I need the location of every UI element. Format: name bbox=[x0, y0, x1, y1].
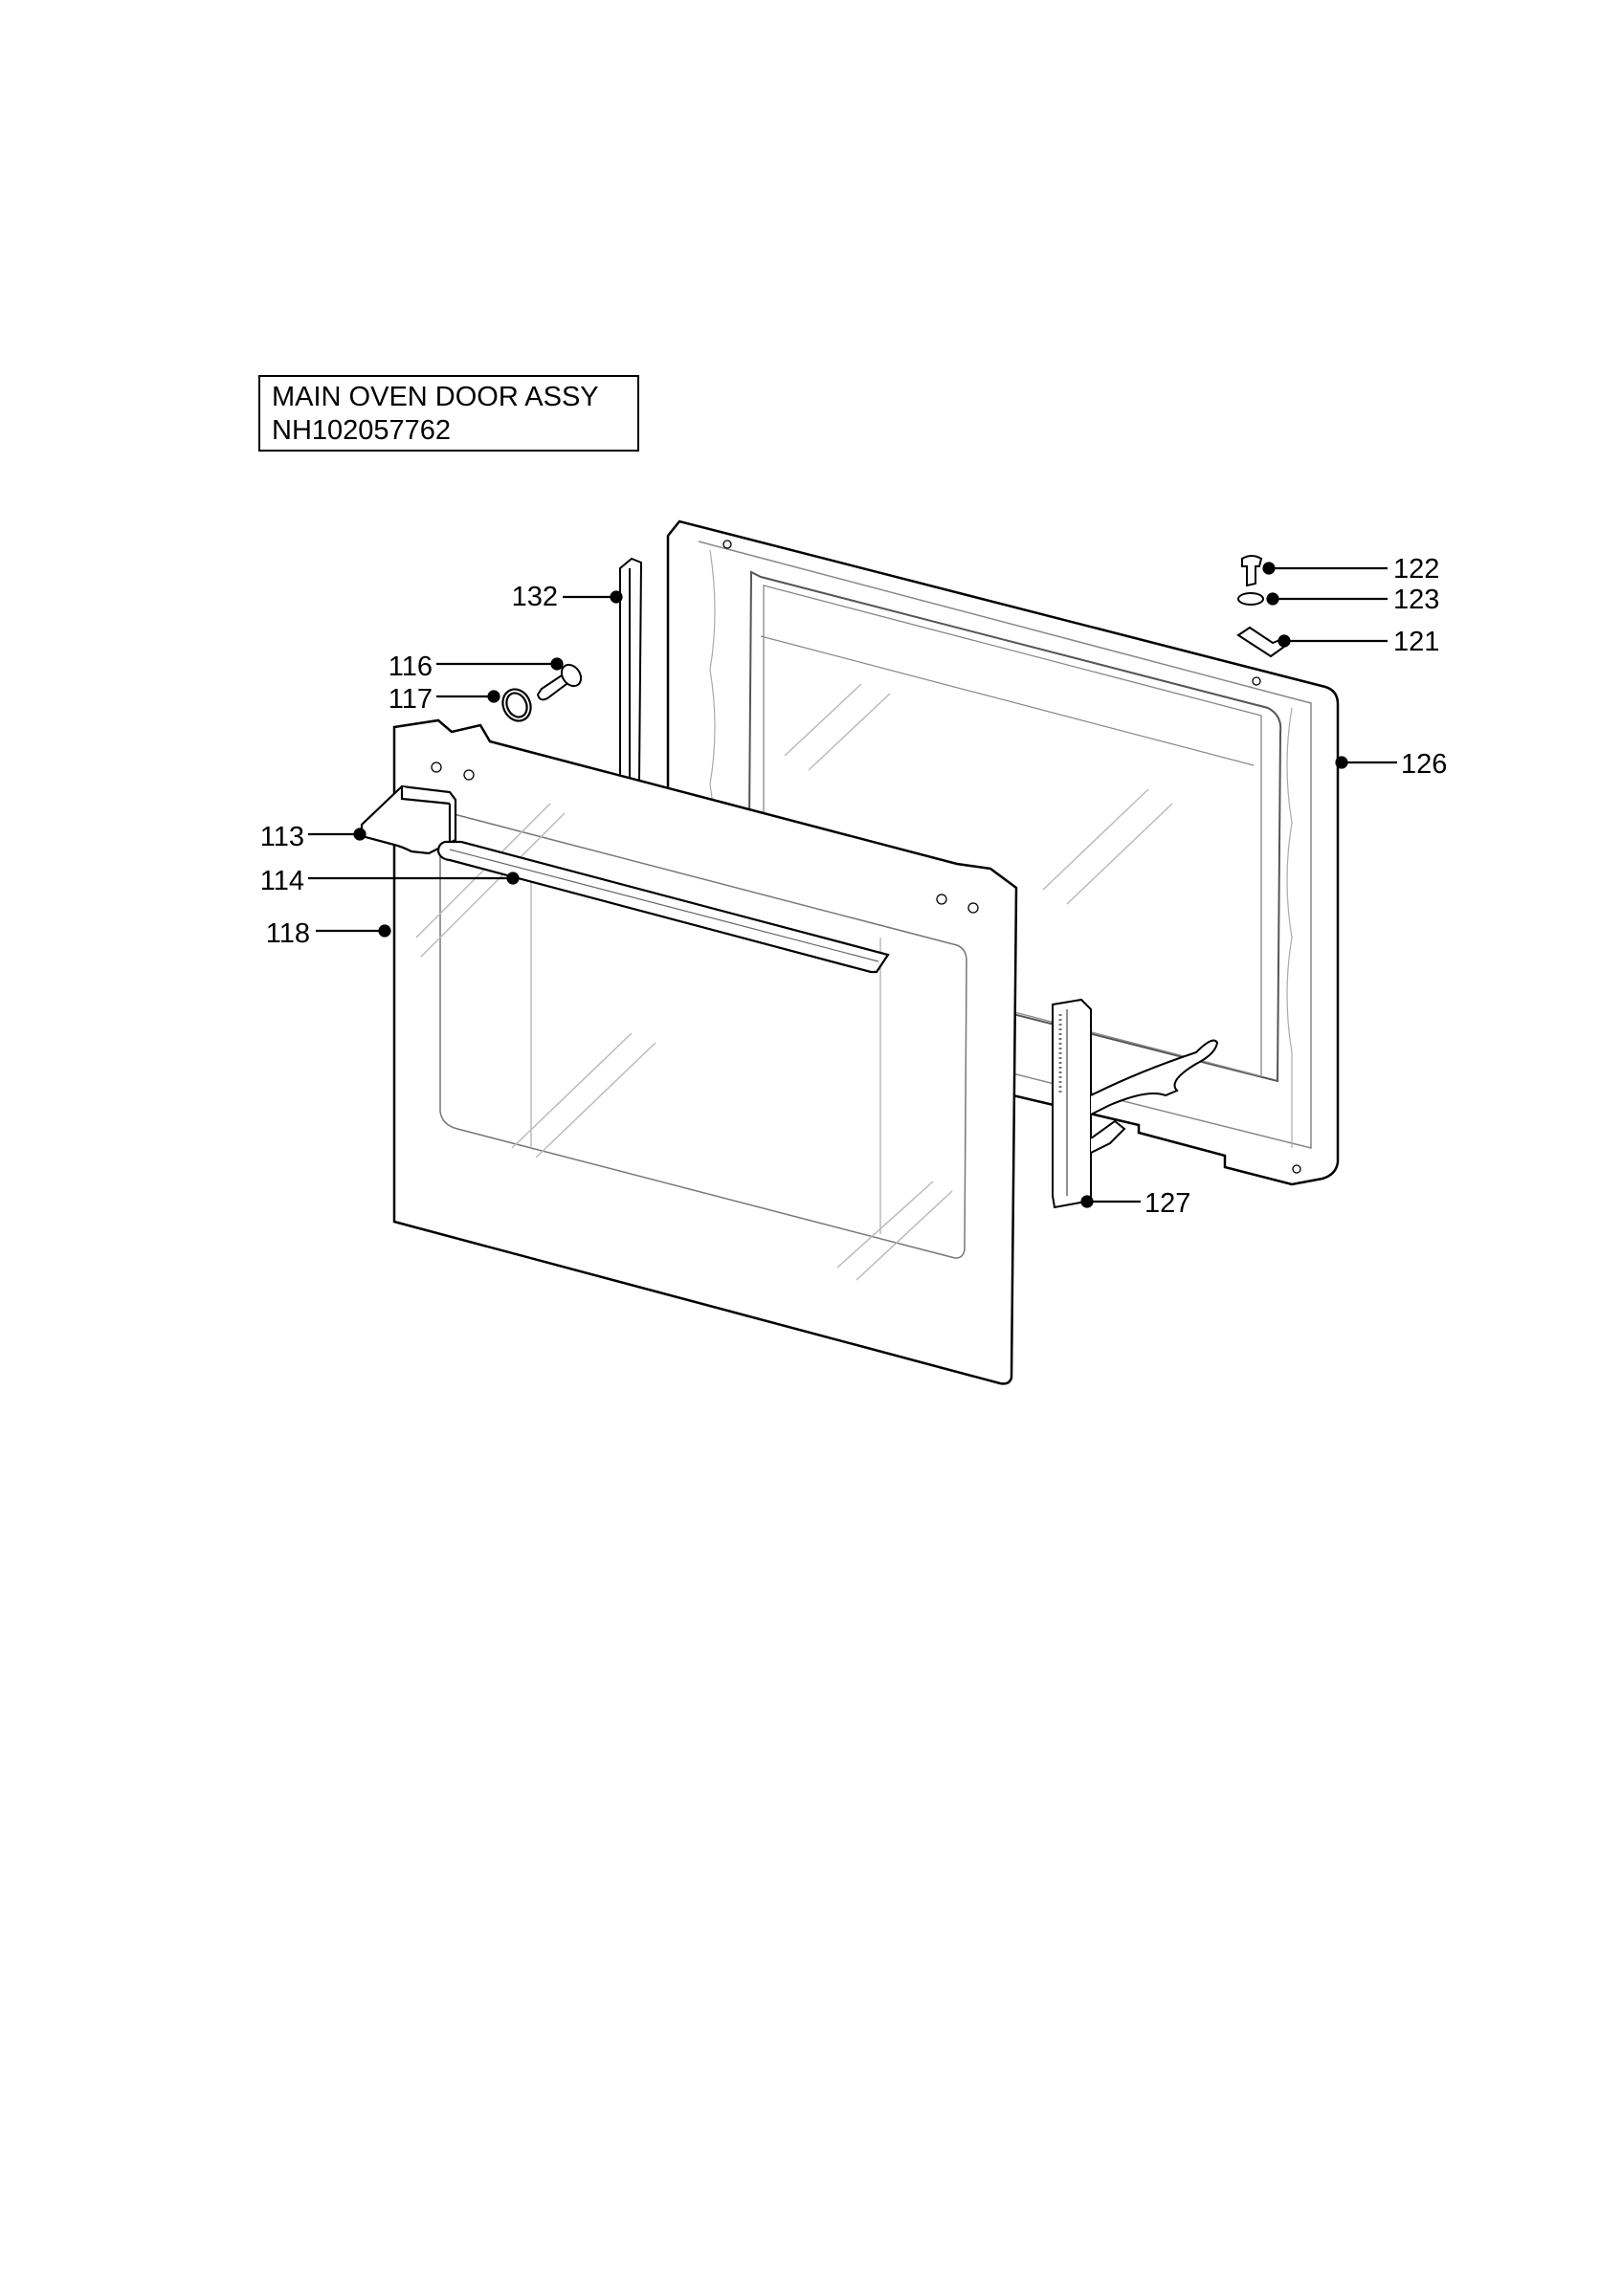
callout-117: 117 bbox=[389, 684, 433, 715]
callout-marker-118 bbox=[378, 924, 391, 938]
callout-marker-127 bbox=[1080, 1195, 1094, 1208]
leader-lines bbox=[308, 562, 1397, 1208]
door-handle bbox=[436, 840, 890, 974]
assembly-title: MAIN OVEN DOOR ASSY bbox=[272, 382, 599, 412]
callout-marker-116 bbox=[550, 657, 564, 671]
callout-121: 121 bbox=[1393, 627, 1439, 657]
callout-marker-117 bbox=[487, 690, 500, 703]
callout-126: 126 bbox=[1401, 749, 1447, 780]
callout-122: 122 bbox=[1393, 554, 1439, 585]
part-number: NH102057762 bbox=[272, 415, 452, 446]
clip bbox=[1236, 626, 1286, 658]
screw bbox=[536, 663, 583, 701]
callout-marker-114 bbox=[506, 872, 520, 885]
door-seal-strip bbox=[619, 557, 643, 786]
callout-marker-123 bbox=[1266, 592, 1279, 606]
callout-113: 113 bbox=[260, 822, 304, 852]
callout-114: 114 bbox=[260, 866, 304, 896]
callout-127: 127 bbox=[1144, 1188, 1190, 1219]
callout-marker-122 bbox=[1262, 562, 1276, 575]
title-box: MAIN OVEN DOOR ASSY NH102057762 bbox=[258, 375, 639, 452]
handle-bracket bbox=[360, 784, 457, 855]
o-ring bbox=[1237, 592, 1264, 606]
callout-marker-126 bbox=[1335, 756, 1348, 769]
washer bbox=[501, 688, 532, 722]
callout-116: 116 bbox=[389, 651, 433, 682]
callout-marker-113 bbox=[353, 828, 367, 841]
door-hinge bbox=[1052, 998, 1219, 1209]
callout-118: 118 bbox=[266, 918, 310, 949]
callout-marker-132 bbox=[610, 590, 623, 604]
callout-marker-121 bbox=[1278, 634, 1291, 648]
callout-123: 123 bbox=[1393, 585, 1439, 615]
callout-132: 132 bbox=[512, 582, 558, 612]
pin bbox=[1241, 555, 1263, 587]
